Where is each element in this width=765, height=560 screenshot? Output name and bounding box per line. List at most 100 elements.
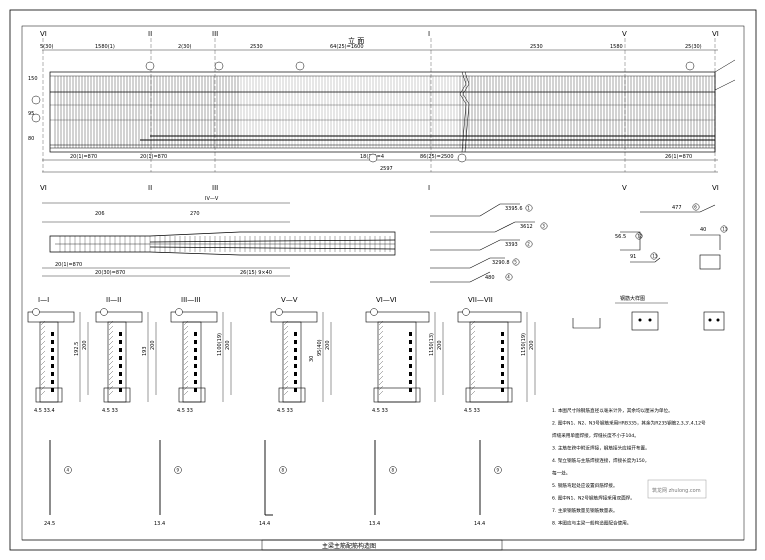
- svg-text:8: 8: [392, 468, 395, 473]
- bent-bar-label: 91 13: [630, 252, 658, 260]
- svg-text:4: 4: [507, 275, 510, 280]
- plan-sub-label: IV—V: [205, 196, 219, 202]
- svg-text:480: 480: [485, 275, 495, 281]
- bent-bar-label: 3290.8 5: [492, 258, 520, 266]
- top-dim-label: 5(30): [40, 44, 53, 50]
- general-notes: 1. 本图尺寸除钢筋直径以毫米计外，其余均以厘米为单位。 2. 图中N1、N2、N…: [552, 407, 706, 527]
- plan-sub-label: 20(1)=870: [55, 262, 82, 268]
- callout-circle: [214, 61, 224, 71]
- bottom-dim-label: 20(1)=870: [140, 154, 167, 160]
- loose-bar: 13.49: [154, 440, 182, 527]
- section-bottom-label: 4.5 33: [464, 408, 480, 414]
- svg-text:9: 9: [497, 468, 500, 473]
- section-dim-label: 200: [437, 340, 443, 350]
- plan-dim-label: 26(15) 9×40: [240, 270, 272, 276]
- vertical-dim-label: 150: [28, 76, 38, 82]
- bar-length-label: 13.4: [154, 521, 165, 527]
- bent-bar-details: [430, 203, 721, 283]
- callout-circle: [31, 113, 41, 123]
- svg-text:4: 4: [67, 468, 70, 473]
- section-dim-label: 200: [529, 340, 535, 350]
- note-line: 每一处。: [552, 470, 570, 477]
- svg-text:8: 8: [282, 468, 285, 473]
- section-marker-plan: I: [428, 184, 430, 192]
- section-dim-label: 1100(19): [217, 333, 223, 356]
- callout-circle: [685, 61, 695, 71]
- note-line: 1. 本图尺寸除钢筋直径以毫米计外，其余均以厘米为单位。: [552, 407, 673, 414]
- section-dim-label: 200: [225, 340, 231, 350]
- top-dim-label: 2530: [250, 44, 263, 50]
- svg-text:1: 1: [527, 206, 530, 211]
- section-title: V—V: [281, 296, 298, 304]
- callout-circle: [31, 95, 41, 105]
- top-dim-label: 2(30): [178, 44, 191, 50]
- section-bottom-label: 4.5 33: [177, 408, 193, 414]
- loose-bar: 13.48: [369, 440, 397, 527]
- callout-circle: [457, 153, 467, 163]
- loose-bar: 14.49: [474, 440, 502, 527]
- note-line: 8. 本图应与主梁一般构造图配合使用。: [552, 520, 631, 527]
- section-dim-label: 192.5: [74, 342, 80, 356]
- section-marker-top: V: [622, 30, 627, 38]
- svg-text:3612: 3612: [520, 224, 533, 230]
- section-bottom-label: 4.5 33: [102, 408, 118, 414]
- section-dim-label: 95(40): [317, 339, 323, 356]
- main-title: 主梁主筋配筋构造图: [322, 542, 376, 550]
- bar-length-label: 14.4: [474, 521, 485, 527]
- svg-text:3290.8: 3290.8: [492, 260, 510, 266]
- section-dim-label: 193: [142, 346, 148, 356]
- section-marker-top: I: [428, 30, 430, 38]
- section-title: VII—VII: [468, 296, 493, 304]
- plan-dim-label: 20(30)=870: [95, 270, 125, 276]
- note-line: 3. 主筋在跨中附近焊接，钢筋接头应错开布置。: [552, 445, 650, 452]
- section-bottom-label: 4.5 33: [372, 408, 388, 414]
- section-title: I—I: [38, 296, 49, 304]
- vertical-dim-label: 95: [28, 111, 34, 117]
- section-dim-label: 1150(19): [521, 333, 527, 356]
- section-dim-label: 1150(13): [429, 333, 435, 356]
- elevation-title: 立 面: [348, 36, 364, 45]
- bent-bar-label: 3395.6 1: [505, 204, 533, 212]
- loose-bar: 24.54: [44, 440, 72, 527]
- section-title: VI—VI: [376, 296, 397, 304]
- section-dim-label: 30: [309, 356, 315, 362]
- elevation-view: 立 面: [42, 36, 736, 173]
- top-dim-label: 1580: [610, 44, 623, 50]
- callout-circle: [145, 61, 155, 71]
- top-dim-label: 25(30): [685, 44, 702, 50]
- svg-text:5: 5: [514, 260, 517, 265]
- section-marker-plan: III: [212, 184, 218, 192]
- note-line: 4. 架立钢筋与主筋焊接连接，焊接长度为150，: [552, 457, 649, 464]
- vertical-dim-label: 80: [28, 136, 34, 142]
- section-title: III—III: [181, 296, 200, 304]
- bent-bar-label: 480 4: [485, 273, 513, 281]
- bar-length-label: 14.4: [259, 521, 270, 527]
- bottom-dim-label: 26(1)=870: [665, 154, 692, 160]
- section-marker-plan: V: [622, 184, 627, 192]
- stirrup-lines: [54, 76, 713, 148]
- svg-text:3395.6: 3395.6: [505, 206, 523, 212]
- svg-text:91: 91: [630, 254, 636, 260]
- note-line: 2. 图中N1、N2、N3号钢筋采用HRB335，其余为R235钢筋2,3,3'…: [552, 420, 706, 427]
- section-marker-plan: VI: [40, 184, 47, 192]
- plan-beam-outline: [49, 231, 396, 256]
- bar-length-label: 13.4: [369, 521, 380, 527]
- plan-view: [42, 202, 396, 277]
- section-marker-top: III: [212, 30, 218, 38]
- section-dim-label: 200: [82, 340, 88, 350]
- svg-text:筑龙网 zhulong.com: 筑龙网 zhulong.com: [652, 487, 701, 494]
- note-line: 5. 钢筋弯起处应设置斜筋焊接。: [552, 482, 618, 489]
- svg-text:11: 11: [722, 227, 728, 232]
- bar-length-label: 24.5: [44, 521, 55, 527]
- stamp: 筑龙网 zhulong.com: [647, 479, 707, 499]
- svg-text:13: 13: [652, 254, 658, 259]
